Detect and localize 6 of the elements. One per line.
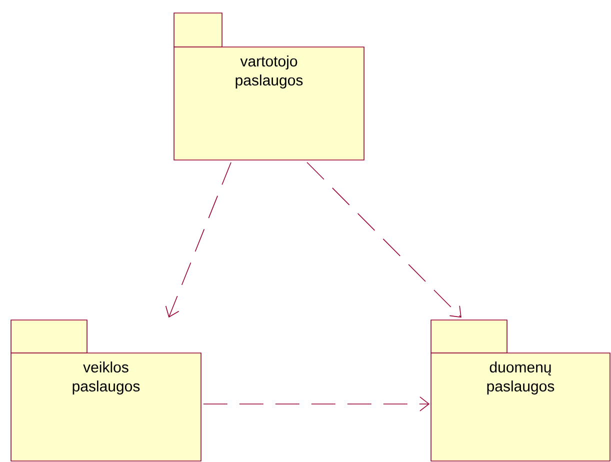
package-box: duomenų paslaugos bbox=[430, 320, 610, 462]
dependency-arrow bbox=[203, 396, 430, 412]
package-box: veiklos paslaugos bbox=[10, 320, 202, 462]
package-box: vartotojo paslaugos bbox=[174, 12, 364, 160]
dependency-arrow bbox=[306, 162, 462, 318]
dependency-arrow bbox=[165, 162, 232, 318]
